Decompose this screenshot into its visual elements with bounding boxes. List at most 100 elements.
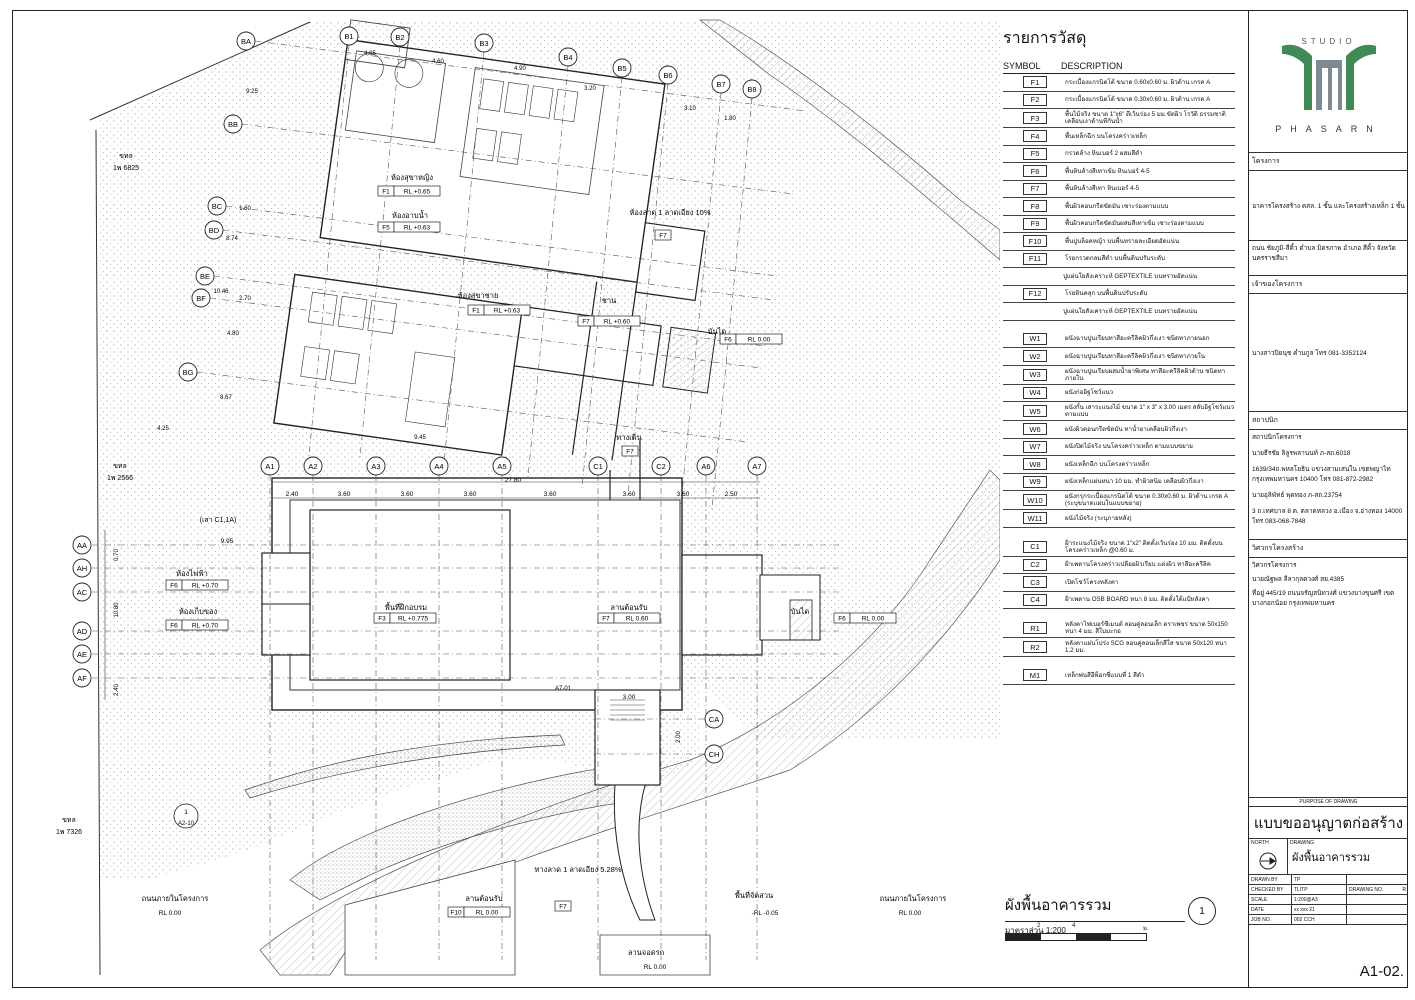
owner-text: นางสาวปิยนุช ค่ำนกูล โทร 081-3352124: [1252, 349, 1367, 357]
floor-level: RL +0.65: [404, 189, 431, 196]
checked-by-value: TLITP: [1292, 885, 1347, 894]
legend-description: ผนังกั้น เสาระแนงไม้ ขนาด 1" x 3" x 3.00…: [1065, 404, 1235, 418]
drawing-purpose-text: แบบขออนุญาตก่อสร้าง: [1253, 814, 1404, 832]
room-name: ห้องลาด 1 ลาดเอียง 10%: [629, 208, 710, 217]
legend-description: กระเบื้องแกรนิตโต้ ขนาด 0.60x0.60 ม. ผิว…: [1065, 78, 1211, 86]
room-name: บันได: [708, 327, 727, 336]
grid-line: [680, 92, 722, 505]
stair-dimension: 2.00: [676, 731, 682, 743]
grid-row-bubble: AD: [72, 621, 92, 641]
section-ref-number: 1: [1199, 905, 1205, 917]
legend-description: ฝ้าเพดาน OSB BOARD หนา 8 มม. ติดตั้งใต้แ…: [1065, 596, 1210, 604]
legend-description: กรวดล้าง หินเบอร์ 2 ผสมสีดำ: [1065, 150, 1143, 158]
upper-row-bubble-text: BG: [183, 368, 194, 377]
upper-column-bubble: B4: [558, 47, 578, 67]
legend-symbol: M1: [1023, 669, 1047, 682]
legend-description: ผนังฉาบปูนเรียบผสมน้ำยาพิเศษ ทาสีอะครีลิ…: [1065, 367, 1226, 382]
floor-code: F7: [582, 319, 590, 326]
floor-code: F7: [559, 904, 567, 911]
floor-level: RL +0.63: [494, 308, 521, 315]
legend-description: หลังคาแผ่นโปร่ง SCG ลอนคู่ลอนเล็กสีใส ขน…: [1065, 640, 1227, 654]
room-floor-tag: F7: [654, 229, 672, 241]
parking-area-right: [599, 934, 711, 976]
project-engineer-label: วิศวกรโครงการ: [1252, 562, 1297, 569]
detail-bubble-ref: A2-10: [178, 821, 195, 827]
grid-column-bubble-text: A3: [371, 462, 380, 471]
owner-info: นางสาวปิยนุช ค่ำนกูล โทร 081-3352124: [1249, 294, 1408, 412]
legend-description: ผนังเหล็กฉีก บนโครงคร่าวเหล็ก: [1065, 460, 1150, 468]
floor-code: F6: [170, 583, 178, 590]
legend-symbol: F2: [1023, 93, 1047, 106]
legend-group-gap: [1003, 321, 1235, 331]
grid-line: [527, 65, 569, 478]
grid-column-bubble: A2: [303, 456, 323, 476]
grid-line: [308, 44, 350, 457]
legend-header: SYMBOL DESCRIPTION: [1003, 61, 1235, 74]
legend-symbol: [1023, 306, 1045, 316]
upper-column-bubble-text: B2: [395, 33, 404, 42]
legend-symbol: W6: [1023, 423, 1047, 436]
survey-mark-value: 1พ 6825: [113, 165, 139, 172]
grid-column-bubble: A6: [696, 456, 716, 476]
upper-row-bubble-text: BA: [241, 37, 251, 46]
drawing-sheet: [12, 10, 1408, 988]
grid-column-bubble-text: A4: [434, 462, 443, 471]
grid-column-bubble: C2: [651, 456, 671, 476]
upper-row-bubble: BF: [191, 288, 211, 308]
legend-symbol: C2: [1023, 558, 1047, 571]
left-dimension: 10.80: [114, 602, 120, 618]
floor-code: F1: [382, 189, 390, 196]
room-name: ห้องอาบน้ำ: [392, 210, 428, 220]
grid-column-bubble: A4: [429, 456, 449, 476]
floor-level: RL +0.70: [192, 623, 219, 630]
legend-description: พื้นผิวคอนกรีตขัดมัน เซาะร่องตามแบบ: [1065, 202, 1169, 210]
upper-column-bubble: B3: [474, 33, 494, 53]
stair-dimension: 3.00: [623, 694, 636, 701]
upper-dimension: 8.67: [220, 395, 232, 401]
date-value: xx xxx 21: [1292, 905, 1347, 914]
floor-level: RL +0.63: [404, 225, 431, 232]
survey-mark-label: ขทล: [62, 817, 76, 824]
legend-symbol: F9: [1023, 217, 1047, 230]
upper-row-bubble: BA: [236, 31, 256, 51]
room-floor-tag: F7: [554, 900, 572, 912]
legend-symbol: C4: [1023, 593, 1047, 606]
detail-ref: A7-01: [555, 686, 572, 692]
stair-row-bubble: CH: [704, 744, 724, 764]
legend-symbol: C3: [1023, 576, 1047, 589]
room-floor-tag: F7: [621, 445, 639, 457]
legend-description: ฝ้าเพดานโครงคร่าวเปลือยผิวเรียบ แต่งผิว …: [1065, 561, 1211, 569]
north-drawing-row: NORTH DRAWING ผังพื้นอาคารรวม: [1249, 839, 1408, 875]
sheet-number-text: A1-02: [1359, 963, 1400, 980]
legend-group-gap: [1003, 609, 1235, 619]
room-level: RL 0.00: [899, 910, 922, 917]
engineer-info: วิศวกรโครงการ นายณัฐพล ลีลากุลตวงศ์ สย.4…: [1249, 558, 1408, 798]
detail-bubble: [173, 803, 199, 829]
job-no-row: JOB NO.002 CCH: [1249, 915, 1408, 925]
studio-logo: STUDIO PHASARN: [1249, 10, 1408, 153]
upper-column-bubble-text: B1: [344, 32, 353, 41]
room-name: พื้นที่ฝึกอบรม: [385, 602, 427, 612]
grid-line: [359, 45, 401, 458]
upper-dimension: 1.60: [239, 206, 251, 212]
main-building: [261, 440, 821, 921]
upper-dimension: 10.46: [213, 289, 229, 295]
structural-engineer-label: วิศวกรโครงสร้าง: [1249, 540, 1408, 558]
room-name: ทางเดิน: [616, 433, 641, 442]
legend-description: ปูแผ่นใยสังเคราะห์ GEPTEXTILE บนทรายอัดแ…: [1063, 307, 1198, 315]
grid-column-bubble-text: A6: [701, 462, 710, 471]
project-label: โครงการ: [1249, 153, 1408, 171]
legend-description: พื้นปูบล็อคหญ้า บนพื้นทรายละเอียดอัดแน่น: [1065, 237, 1180, 245]
